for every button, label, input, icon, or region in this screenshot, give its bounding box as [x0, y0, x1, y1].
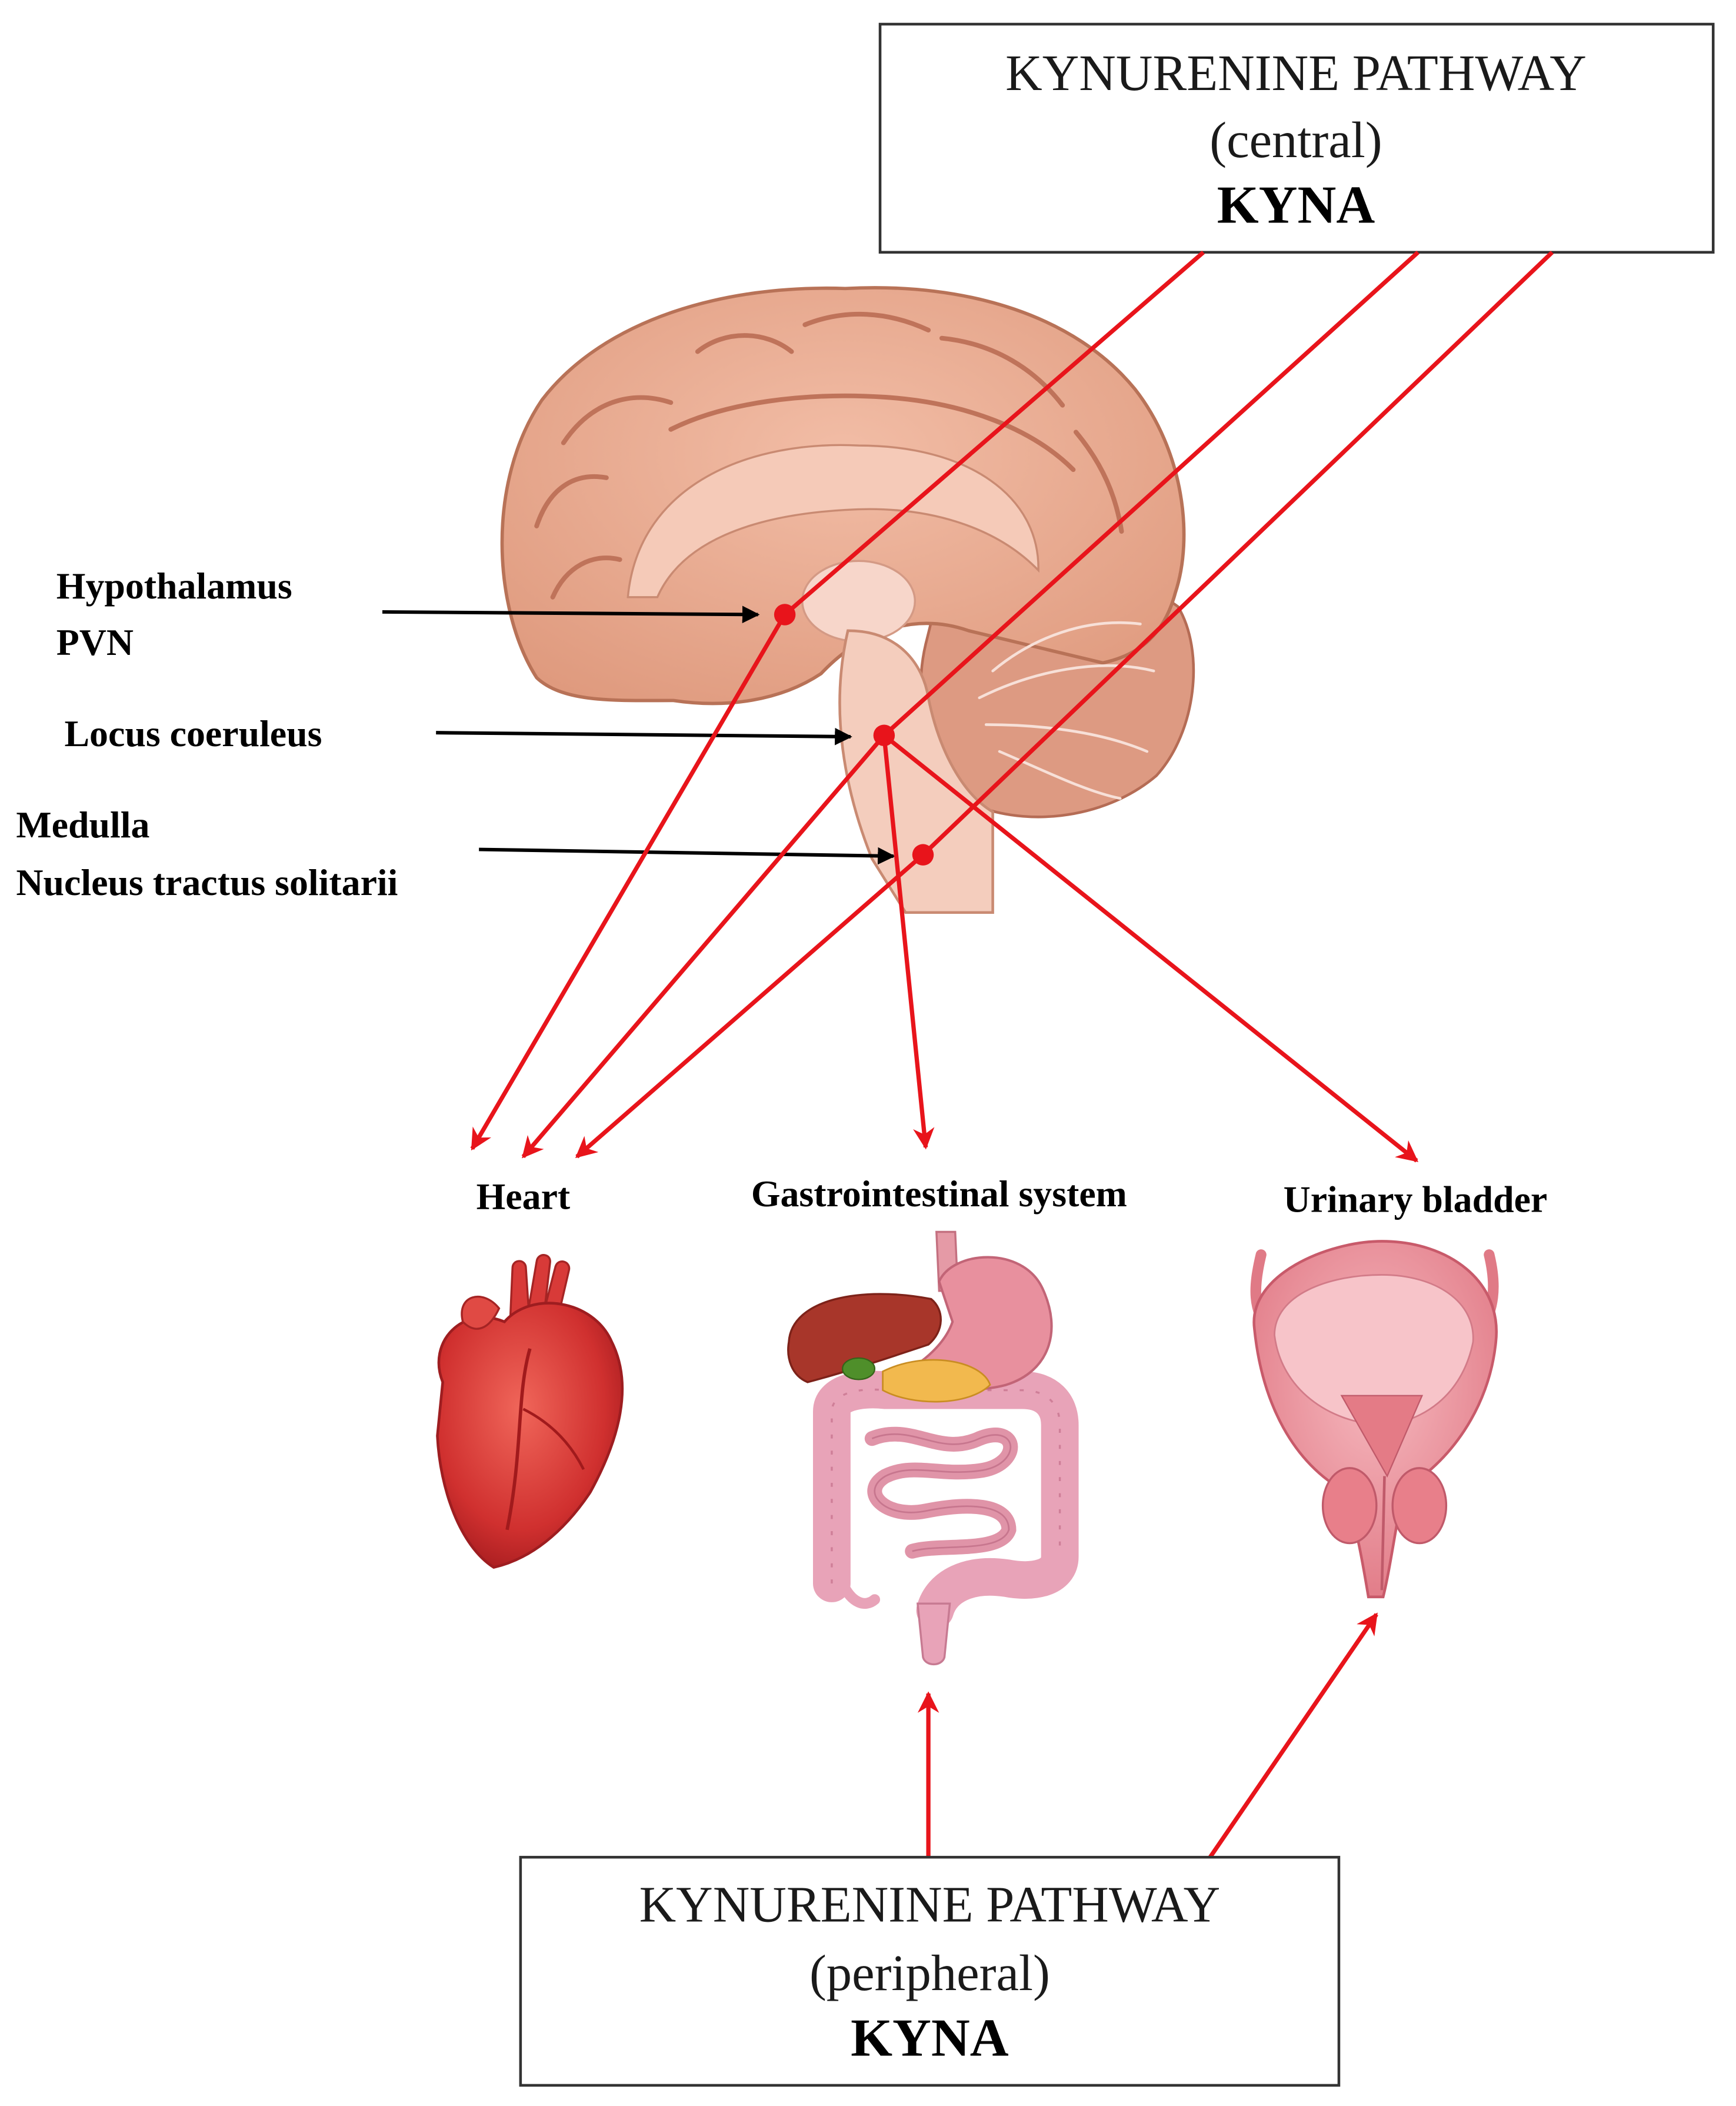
colon	[812, 1370, 1079, 1629]
liver	[787, 1293, 942, 1383]
brain-illustration	[500, 286, 1195, 914]
organ-labels: Heart Gastrointestinal system Urinary bl…	[477, 1173, 1548, 1220]
sulcus-6	[534, 474, 609, 528]
locus-to-gi	[882, 735, 935, 1150]
dot-medulla	[912, 844, 934, 866]
bladder-illustration	[1250, 1240, 1499, 1599]
thalamus	[801, 560, 917, 643]
label-urinary-bladder: Urinary bladder	[1284, 1178, 1548, 1220]
sulcus-5	[1073, 430, 1124, 534]
left-atrium	[461, 1295, 501, 1330]
label-heart: Heart	[477, 1176, 571, 1217]
label-locus-coeruleus: Locus coeruleus	[64, 713, 322, 754]
pathway-connections	[470, 250, 1554, 1859]
trigone	[1340, 1395, 1424, 1478]
left-prostate-lobe	[1321, 1467, 1378, 1545]
brain-region-labels: Hypothalamus PVN Locus coeruleus Medulla…	[16, 565, 895, 903]
label-pvn: PVN	[56, 621, 134, 663]
sulcus-4	[939, 335, 1065, 408]
rectum	[916, 1602, 951, 1666]
peripheral-box-subtitle: (peripheral)	[809, 1945, 1050, 2001]
small-intestine-outline	[871, 1433, 1012, 1552]
cerebellum-folia-4	[998, 750, 1122, 800]
cerebellum-folia-2	[984, 723, 1149, 753]
bladder-lumen	[1274, 1274, 1474, 1426]
gastrointestinal-illustration	[787, 1230, 1079, 1666]
central-box-title: KYNURENINE PATHWAY	[1005, 45, 1587, 101]
peripheral-box-kyna: KYNA	[851, 2008, 1009, 2068]
label-hypothalamus: Hypothalamus	[56, 565, 292, 607]
central-box-subtitle: (central)	[1209, 112, 1382, 168]
sulcus-2	[695, 333, 794, 354]
peripheral-pathway-box: KYNURENINE PATHWAY (peripheral) KYNA	[519, 1855, 1341, 2087]
label-gastrointestinal: Gastrointestinal system	[751, 1173, 1127, 1215]
heart-body	[436, 1302, 624, 1569]
cerebellum-folia-1	[978, 664, 1155, 700]
gallbladder	[842, 1357, 876, 1380]
dot-hypothalamus	[774, 604, 796, 626]
small-intestine	[864, 1426, 1018, 1559]
appendix	[837, 1578, 881, 1609]
right-prostate-lobe	[1391, 1467, 1448, 1545]
pancreas	[882, 1359, 991, 1403]
central-box-frame	[878, 22, 1715, 254]
label-nucleus-tractus-solitarii: Nucleus tractus solitarii	[16, 861, 398, 903]
central-pathway-box: KYNURENINE PATHWAY (central) KYNA	[878, 22, 1715, 254]
label-medulla: Medulla	[16, 804, 149, 846]
coronary-branch	[522, 1408, 585, 1470]
sulcus-1	[561, 395, 674, 445]
sulcus-8	[668, 393, 1076, 473]
urethra	[1380, 1476, 1386, 1591]
arrow-locus-coeruleus	[436, 727, 852, 746]
arrow-hypothalamus	[382, 605, 760, 624]
peripheral-box-title: KYNURENINE PATHWAY	[639, 1877, 1221, 1933]
peripheral-to-bladder	[1208, 1612, 1378, 1859]
arrow-medulla	[479, 847, 895, 865]
sulcus-3	[802, 311, 931, 332]
cerebellum-folia-3	[991, 621, 1142, 673]
locus-to-bladder	[882, 733, 1419, 1163]
peripheral-box-frame	[519, 1855, 1341, 2087]
coronary-artery	[505, 1348, 532, 1531]
central-box-kyna: KYNA	[1217, 175, 1375, 235]
sulcus-7	[550, 555, 622, 600]
heart-illustration	[436, 1254, 624, 1569]
dot-locus-coeruleus	[873, 724, 895, 746]
